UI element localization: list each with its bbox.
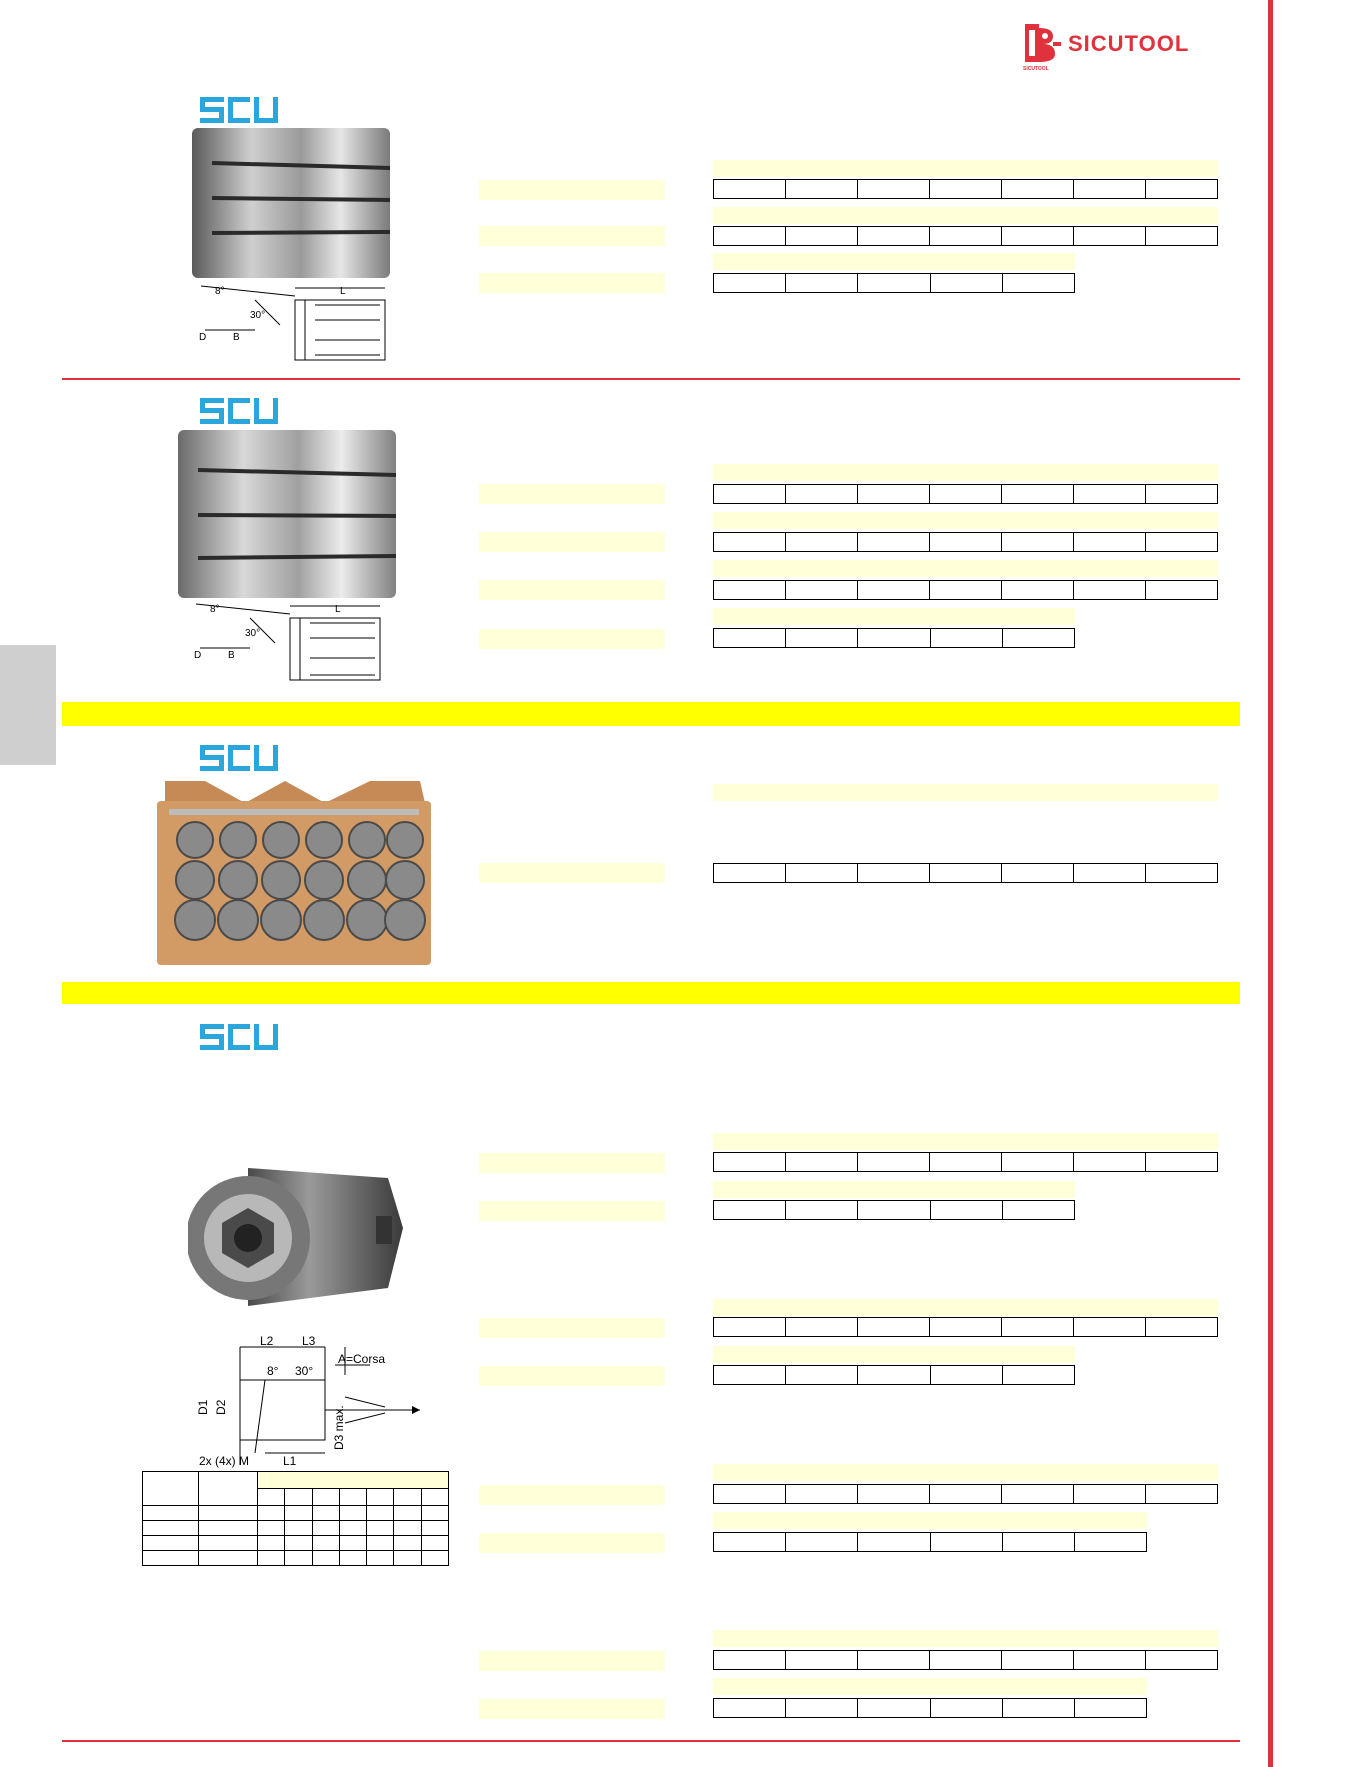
row-label-box bbox=[479, 532, 665, 552]
section-divider bbox=[62, 1740, 1240, 1742]
row-label-box bbox=[479, 273, 665, 293]
collet-set-box-icon bbox=[157, 781, 431, 965]
table-row bbox=[713, 1200, 1075, 1220]
table-row bbox=[713, 1317, 1218, 1337]
row-label-box bbox=[479, 1318, 665, 1338]
row-label-box bbox=[479, 629, 665, 649]
diagram2-dim-b: B bbox=[228, 650, 235, 661]
row-label-box bbox=[479, 180, 665, 200]
diagram2-dim-l: L bbox=[335, 604, 341, 615]
sicutool-logo-icon bbox=[1025, 24, 1061, 62]
brand-name: SICUTOOL bbox=[1068, 31, 1190, 56]
row-label-box bbox=[479, 1533, 665, 1553]
table-header-bar bbox=[713, 207, 1218, 224]
diagram1-angle: 8° bbox=[215, 286, 225, 297]
row-label-box bbox=[479, 1485, 665, 1505]
section-divider bbox=[62, 378, 1240, 380]
table-header-bar bbox=[713, 1133, 1218, 1150]
diagram4-angle2: 30° bbox=[295, 1364, 313, 1378]
scu-logo-icon bbox=[200, 97, 278, 123]
right-border-rule bbox=[1268, 0, 1273, 1767]
table-row bbox=[713, 1365, 1075, 1385]
table-header-bar bbox=[713, 1346, 1075, 1363]
table-header-bar bbox=[713, 512, 1218, 529]
section-band bbox=[62, 702, 1240, 726]
row-label-box bbox=[479, 580, 665, 600]
scu-logo-icon bbox=[200, 1024, 278, 1050]
sicutool-logo: SICUTOOL SICUTOOL bbox=[1023, 22, 1213, 72]
tap-holder-photo-icon bbox=[188, 1168, 403, 1306]
diagram2-dim-d: D bbox=[194, 650, 201, 661]
table-row bbox=[713, 273, 1075, 293]
diagram4-d3: D3 max. bbox=[332, 1405, 346, 1450]
table-row bbox=[713, 863, 1218, 883]
technical-drawing-icon: L2 L3 A=Corsa 8° 30° D1 D2 D3 max. 2x (4… bbox=[196, 1335, 420, 1468]
table-header-bar bbox=[713, 1678, 1147, 1695]
row-label-box bbox=[479, 226, 665, 246]
table-row bbox=[713, 580, 1218, 600]
diagram4-m: 2x (4x) M bbox=[199, 1454, 249, 1468]
table-header-bar bbox=[713, 1181, 1075, 1198]
scu-logo-icon bbox=[200, 398, 278, 424]
table-row bbox=[713, 1650, 1218, 1670]
diagram1-dim-d: D bbox=[199, 332, 206, 343]
table-header-bar bbox=[713, 1299, 1218, 1316]
scu-logo-icon bbox=[200, 745, 278, 771]
diagram4-d1: D1 bbox=[196, 1399, 210, 1415]
diagram1-dim-l: L bbox=[340, 286, 346, 297]
table-row bbox=[713, 1532, 1147, 1552]
collet-photo-icon bbox=[192, 128, 391, 278]
diagram1-angle2: 30° bbox=[250, 310, 265, 321]
table-header-bar bbox=[713, 784, 1218, 801]
row-label-box bbox=[479, 1651, 665, 1671]
table-row bbox=[713, 628, 1075, 648]
table-header-bar bbox=[713, 464, 1218, 481]
diagram4-corsa: A=Corsa bbox=[338, 1352, 385, 1366]
diagram4-l3: L3 bbox=[302, 1335, 316, 1348]
diagram4-l1: L1 bbox=[283, 1454, 297, 1468]
section-band bbox=[62, 982, 1240, 1004]
diagram4-angle: 8° bbox=[267, 1364, 279, 1378]
section-tab bbox=[0, 645, 56, 765]
table-row bbox=[713, 532, 1218, 552]
collet-photo-icon bbox=[178, 430, 397, 598]
table-row bbox=[713, 179, 1218, 199]
table-header-bar bbox=[713, 608, 1075, 625]
table-header-bar bbox=[713, 1630, 1218, 1647]
diagram4-d2: D2 bbox=[214, 1399, 228, 1415]
diagram1-dim-b: B bbox=[233, 332, 240, 343]
table-header-bar bbox=[713, 160, 1218, 177]
row-label-box bbox=[479, 1366, 665, 1386]
diagram2-angle2: 30° bbox=[245, 628, 260, 639]
row-label-box bbox=[479, 1201, 665, 1221]
row-label-box bbox=[479, 1699, 665, 1719]
technical-drawing-icon: 8° 30° L D B bbox=[194, 603, 381, 681]
diagram4-l2: L2 bbox=[260, 1335, 274, 1348]
diagram2-angle: 8° bbox=[210, 604, 220, 615]
table-row bbox=[713, 1698, 1147, 1718]
brand-name-small: SICUTOOL bbox=[1023, 66, 1049, 72]
table-header-bar bbox=[713, 1464, 1218, 1481]
dimension-table bbox=[142, 1471, 450, 1566]
table-row bbox=[713, 1484, 1218, 1504]
row-label-box bbox=[479, 484, 665, 504]
table-row bbox=[713, 226, 1218, 246]
table-row bbox=[713, 1152, 1218, 1172]
table-header-bar bbox=[713, 253, 1075, 270]
table-row bbox=[713, 484, 1218, 504]
row-label-box bbox=[479, 1153, 665, 1173]
technical-drawing-icon: 8° 30° L D B bbox=[199, 285, 386, 361]
table-header-bar bbox=[713, 560, 1218, 577]
table-header-bar bbox=[713, 1512, 1147, 1529]
row-label-box bbox=[479, 863, 665, 883]
